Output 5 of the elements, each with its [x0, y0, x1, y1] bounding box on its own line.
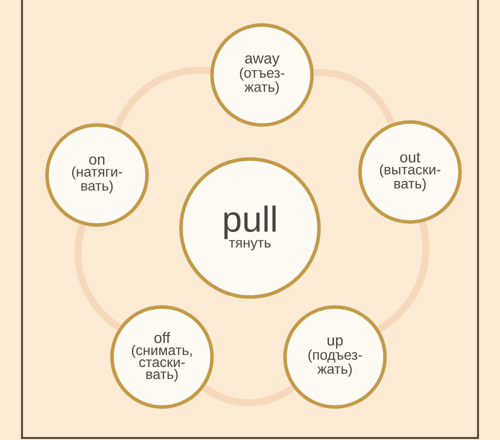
ring-arc [314, 69, 395, 125]
ring-arc [376, 222, 430, 332]
ring-arc [74, 224, 122, 331]
ring-arc [202, 384, 296, 406]
ring-arc [114, 66, 211, 129]
